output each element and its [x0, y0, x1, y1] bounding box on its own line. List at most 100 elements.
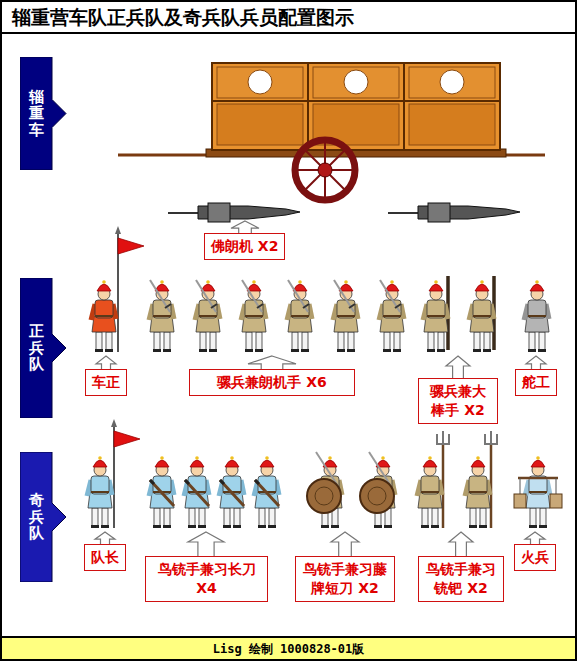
shoe	[331, 525, 339, 528]
arm	[91, 304, 95, 320]
belt	[469, 491, 487, 493]
leg	[474, 332, 480, 350]
cap	[225, 460, 239, 467]
bucket	[514, 494, 526, 508]
leg	[259, 508, 265, 526]
callout-arrow	[449, 532, 473, 558]
section-label: 正兵队	[29, 323, 44, 373]
soldier-figure	[287, 280, 312, 352]
soldier-figure	[524, 280, 549, 352]
leg	[432, 508, 438, 526]
leg	[428, 332, 434, 350]
flag	[118, 238, 144, 254]
callout-label: 鸟铳手兼习铳钯 X2	[425, 560, 497, 598]
leg	[338, 332, 344, 350]
shoe	[384, 525, 392, 528]
leg	[189, 508, 195, 526]
soldier-figure	[333, 280, 358, 352]
belt	[291, 315, 309, 317]
musket-muzzle	[185, 480, 189, 484]
wagon-window	[344, 70, 368, 94]
trident-head	[485, 431, 497, 444]
bucket	[550, 494, 562, 508]
callout-label: 鸟铳手兼习藤牌短刀 X2	[302, 560, 388, 598]
shoe	[538, 349, 546, 352]
arrow-band-fill	[20, 278, 66, 418]
shoe	[529, 525, 537, 528]
leg	[348, 332, 354, 350]
cap-knob	[434, 280, 438, 284]
belt	[153, 315, 171, 317]
arm	[547, 480, 550, 495]
cap	[531, 460, 545, 467]
flag	[114, 431, 140, 447]
wheel-hub	[318, 163, 332, 177]
leg	[530, 508, 536, 526]
cap	[471, 460, 485, 467]
cap	[155, 460, 169, 467]
arrow-band-shape	[20, 57, 68, 170]
soldier-figure	[514, 456, 562, 528]
soldier-figure	[149, 456, 174, 528]
musket	[220, 480, 244, 506]
coat-body	[95, 300, 113, 318]
cap-knob	[344, 280, 348, 284]
soldier-figure	[379, 280, 404, 352]
shoe	[483, 349, 491, 352]
leg	[246, 332, 252, 350]
musket-muzzle	[220, 480, 224, 484]
cap-knob	[195, 456, 199, 460]
cannon-chamber	[428, 203, 450, 222]
leg	[256, 332, 262, 350]
callout-label: 鸟铳手兼习长刀 X4	[152, 560, 261, 598]
sword	[242, 280, 262, 312]
soldier-figure	[417, 431, 449, 528]
arm	[439, 480, 442, 495]
callout-box: 骡兵兼朗机手 X6	[189, 369, 355, 396]
cannon-chamber	[208, 203, 230, 222]
musket	[255, 480, 279, 506]
arm	[241, 480, 244, 495]
shoe	[539, 525, 547, 528]
arm	[491, 304, 494, 319]
shoe	[383, 349, 391, 352]
callout-label: 车正	[92, 373, 120, 392]
belt	[421, 491, 439, 493]
wagon-rail	[212, 100, 500, 102]
cap-knob	[206, 280, 210, 284]
sword	[288, 280, 308, 312]
shoe	[393, 349, 401, 352]
shoe	[469, 525, 477, 528]
cap-knob	[265, 456, 269, 460]
shoe	[528, 349, 536, 352]
shoe	[245, 349, 253, 352]
callout-label: 骡兵兼大棒手 X2	[425, 382, 491, 420]
leg	[394, 332, 400, 350]
arm	[184, 480, 188, 496]
sword	[334, 280, 354, 312]
wagon-panel	[217, 104, 303, 145]
leg	[210, 332, 216, 350]
cap-knob	[536, 456, 540, 460]
arm	[309, 304, 312, 319]
arm	[469, 304, 473, 320]
leg	[106, 332, 112, 350]
arm	[219, 480, 223, 496]
arm	[109, 480, 112, 495]
cap-knob	[480, 280, 484, 284]
cap	[475, 284, 489, 291]
wagon-panel	[217, 67, 303, 98]
arm	[524, 304, 528, 320]
shoe	[255, 349, 263, 352]
arm	[287, 304, 291, 320]
leg	[438, 332, 444, 350]
arrow-band-shape	[20, 278, 68, 418]
cap-knob	[252, 280, 256, 284]
shoe	[437, 349, 445, 352]
callout-box: 佛朗机 X2	[204, 233, 285, 260]
callout-label: 舵工	[522, 373, 550, 392]
soldier-figure	[241, 280, 266, 352]
arm	[401, 304, 404, 319]
soldier-figure	[184, 456, 209, 528]
